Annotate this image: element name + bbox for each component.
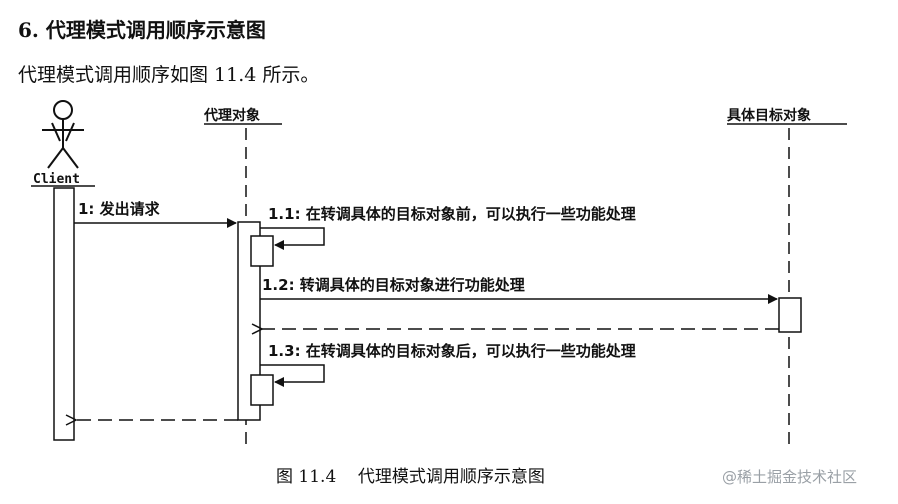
figure-caption: 图 11.4 代理模式调用顺序示意图 <box>276 467 545 487</box>
watermark: @稀土掘金技术社区 <box>722 468 858 486</box>
client-actor <box>42 100 84 169</box>
message-1-3-arrow <box>260 364 325 387</box>
message-1-1-arrow <box>260 227 325 250</box>
target-activation-bar <box>778 297 802 333</box>
actor-label: Client <box>33 172 80 187</box>
message-1-1-label: 1.1: 在转调具体的目标对象前，可以执行一些功能处理 <box>268 205 636 223</box>
proxy-self-activation-1 <box>250 235 274 267</box>
intro-text: 代理模式调用顺序如图 11.4 所示。 <box>18 64 320 86</box>
message-request-label: 1: 发出请求 <box>78 200 161 218</box>
section-heading: 6. 代理模式调用顺序示意图 <box>18 18 266 42</box>
proxy-lifeline-label: 代理对象 <box>203 107 260 124</box>
client-activation-bar <box>53 187 75 441</box>
proxy-activation-bar <box>237 221 261 421</box>
message-1-2-label: 1.2: 转调具体的目标对象进行功能处理 <box>262 276 525 294</box>
proxy-self-activation-2 <box>250 374 274 406</box>
target-lifeline-label: 具体目标对象 <box>726 107 811 124</box>
message-1-3-label: 1.3: 在转调具体的目标对象后，可以执行一些功能处理 <box>268 342 636 360</box>
